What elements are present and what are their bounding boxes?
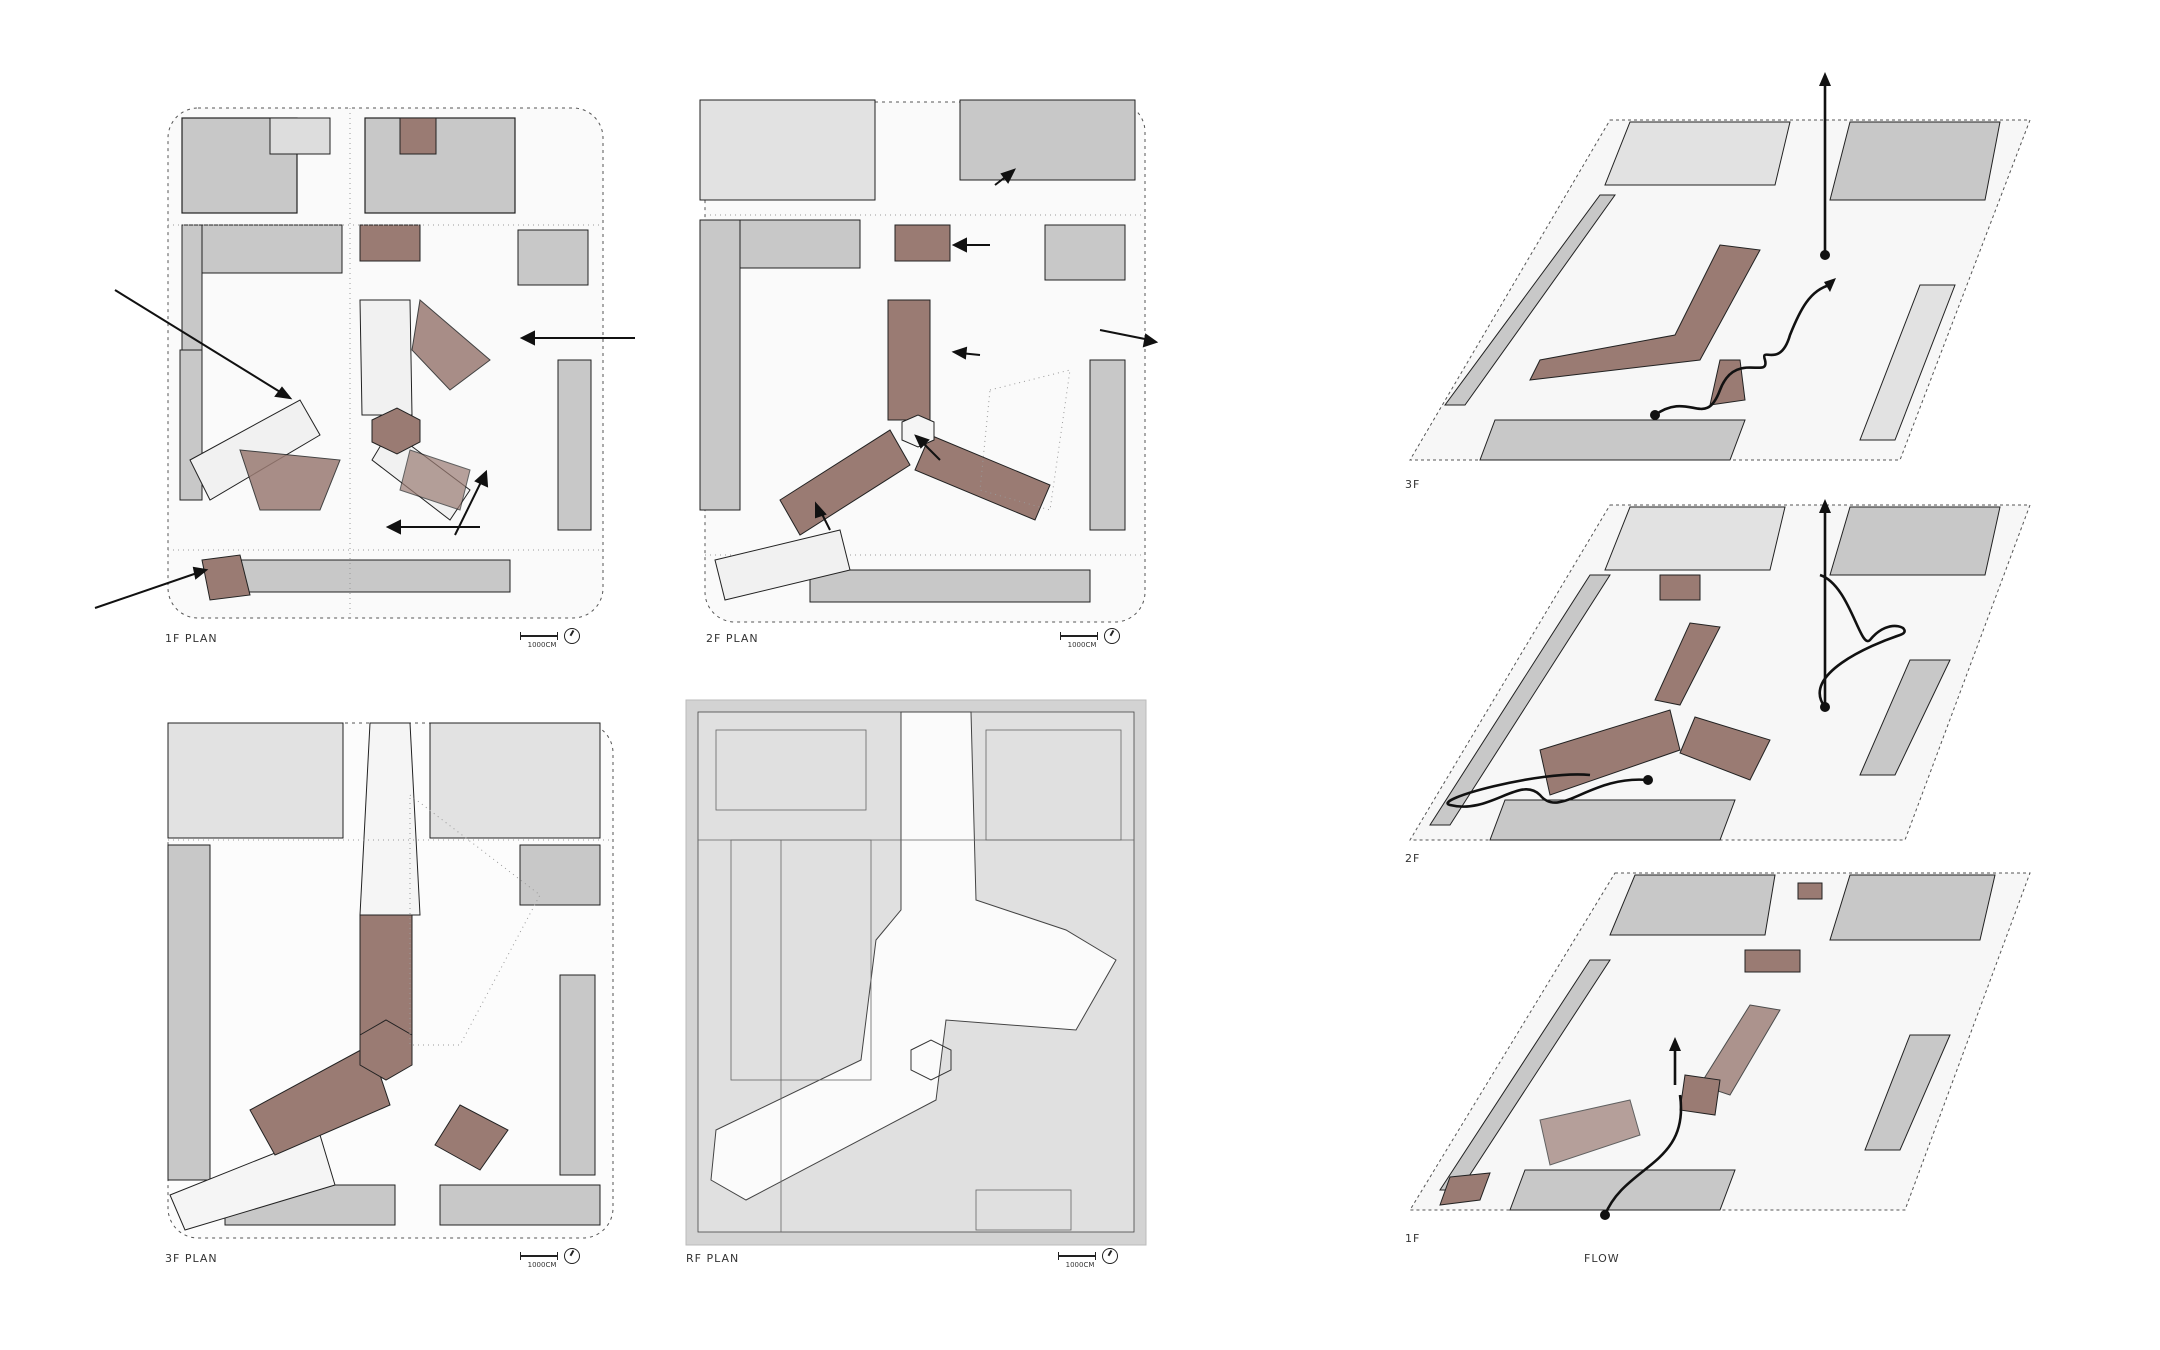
north-arrow-icon: [1104, 628, 1120, 644]
scale-bar-icon: 1000CM: [1060, 632, 1098, 649]
scale-text: 1000CM: [527, 641, 557, 649]
scale-bar-icon: 1000CM: [520, 1252, 558, 1269]
north-arrow-icon: [564, 628, 580, 644]
flow-arrow-icon: [1819, 499, 1831, 513]
plan-2f-drawing: [699, 99, 1159, 623]
plan-1f-label: 1F PLAN: [165, 632, 218, 645]
plan-2f-label: 2F PLAN: [706, 632, 759, 645]
scale-text: 1000CM: [527, 1261, 557, 1269]
plan-2f-scale: 1000CM: [1060, 628, 1120, 649]
plan-rf-scale: 1000CM: [1058, 1248, 1118, 1269]
flow-title: FLOW: [1584, 1252, 1620, 1265]
flow-arrow-icon: [1819, 72, 1831, 86]
plan-2f: [690, 90, 1160, 630]
plan-1f-scale: 1000CM: [520, 628, 580, 649]
flow-arrow-icon: [1669, 1037, 1681, 1051]
plan-3f: [160, 715, 620, 1255]
north-arrow-icon: [1102, 1248, 1118, 1264]
north-arrow-icon: [564, 1248, 580, 1264]
axon-1f: [1390, 865, 2031, 1225]
plan-3f-label: 3F PLAN: [165, 1252, 218, 1265]
scale-text: 1000CM: [1067, 641, 1097, 649]
axon-3f-drawing: [1409, 72, 2031, 461]
axon-3f: [1390, 60, 2031, 480]
axon-1f-label: 1F: [1405, 1232, 1421, 1245]
plan-rf: [685, 699, 1147, 1246]
axon-3f-label: 3F: [1405, 478, 1421, 491]
scale-bar-icon: 1000CM: [520, 632, 558, 649]
axon-1f-drawing: [1409, 872, 2031, 1220]
plan-rf-drawing: [685, 699, 1147, 1246]
scale-text: 1000CM: [1065, 1261, 1095, 1269]
plan-rf-label: RF PLAN: [686, 1252, 740, 1265]
axon-2f: [1390, 495, 2031, 855]
plan-1f-drawing: [94, 107, 635, 619]
axon-2f-label: 2F: [1405, 852, 1421, 865]
plan-3f-scale: 1000CM: [520, 1248, 580, 1269]
axon-2f-drawing: [1409, 499, 2031, 841]
plan-3f-drawing: [167, 722, 614, 1239]
plan-1f: [94, 90, 635, 630]
scale-bar-icon: 1000CM: [1058, 1252, 1096, 1269]
